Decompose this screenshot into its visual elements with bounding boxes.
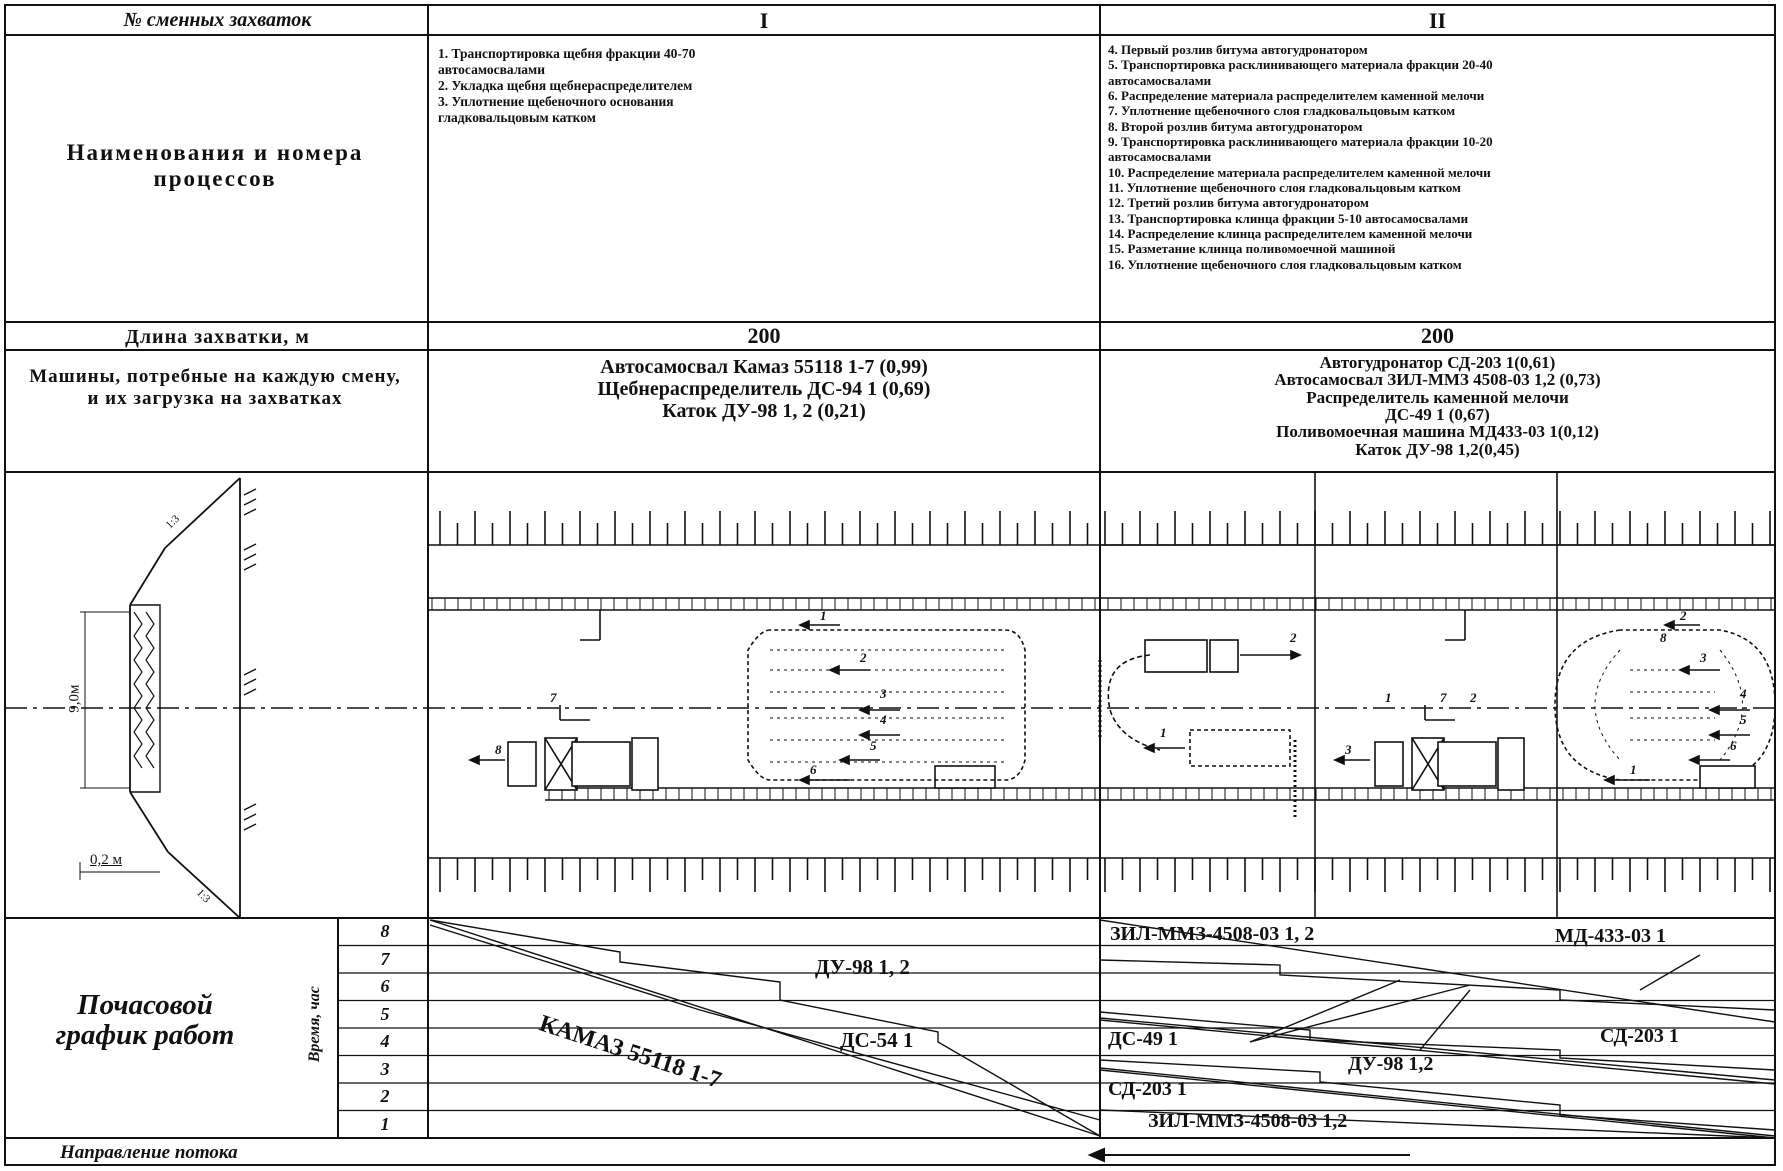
chart-label-sd203-right: СД-203 1 xyxy=(1600,1025,1679,1047)
plan-road-edges xyxy=(428,597,1775,801)
road-cross-section xyxy=(79,477,257,919)
hour-label: 5 xyxy=(380,1003,390,1024)
hourly-chart-lines xyxy=(429,919,1776,1139)
plan-arrows xyxy=(468,610,1750,786)
hour-label: 1 xyxy=(380,1113,390,1134)
chart-label-zil-top: ЗИЛ-ММЗ-4508-03 1, 2 xyxy=(1110,923,1315,945)
zone-1-machines: Автосамосвал Камаз 55118 1-7 (0,99) Щебн… xyxy=(597,356,931,422)
plan-stake-ticks xyxy=(428,511,1775,892)
plan-process-number: 8 xyxy=(1660,630,1667,645)
plan-process-number: 3 xyxy=(880,686,887,701)
plan-process-number: 4 xyxy=(1740,686,1747,701)
length-row-label: Длина захватки, м xyxy=(125,326,310,348)
plan-process-number: 6 xyxy=(1730,738,1737,753)
machines-row-label: Машины, потребные на каждую смену, и их … xyxy=(29,366,401,409)
zone-1-length: 200 xyxy=(747,323,781,348)
dump-truck-cab xyxy=(631,737,659,791)
plan-process-number: 4 xyxy=(880,712,887,727)
chart-label-ds49: ДС-49 1 xyxy=(1108,1028,1178,1050)
processes-row-label: Наименования и номера процессов xyxy=(66,140,364,192)
zone-number-header: № сменных захваток xyxy=(123,9,312,31)
spreader xyxy=(934,765,996,789)
flow-direction-label: Направление потока xyxy=(60,1142,238,1163)
distributor-truck xyxy=(1144,639,1208,673)
hour-label: 7 xyxy=(380,948,390,969)
zone-2-length: 200 xyxy=(1421,323,1454,348)
zone-1-processes: 1. Транспортировка щебня фракции 40-70 а… xyxy=(438,46,696,125)
plan-process-number: 7 xyxy=(1440,690,1447,705)
zone-1-header: I xyxy=(759,8,769,33)
plan-process-number: 3 xyxy=(1700,650,1707,665)
chart-label-ds54: ДС-54 1 xyxy=(840,1028,914,1052)
flow-direction-arrow xyxy=(1087,1147,1410,1163)
plan-process-number: 2 xyxy=(1470,690,1477,705)
plan-machines xyxy=(507,629,1776,820)
hourly-chart-grid xyxy=(338,944,1775,1112)
plan-zone-dividers xyxy=(1314,472,1558,918)
chart-label-du98-zone1: ДУ-98 1, 2 xyxy=(815,955,910,979)
section-width-dimension: 9,0м xyxy=(66,684,83,713)
chart-label-du98-zone2: ДУ-98 1,2 xyxy=(1348,1053,1434,1075)
plan-process-number: 1 xyxy=(820,608,827,623)
compactor-rear-drum xyxy=(507,741,537,787)
plan-process-number: 1 xyxy=(1630,762,1637,777)
plan-process-number: 2 xyxy=(1680,608,1687,623)
hour-label: 8 xyxy=(380,921,390,941)
table-grid xyxy=(4,4,1776,1166)
zone-2-processes: 4. Первый розлив битума автогудронатором… xyxy=(1108,42,1493,272)
rolling-pattern-z2 xyxy=(1554,629,1776,781)
hour-label: 4 xyxy=(380,1031,390,1051)
plan-process-number: 2 xyxy=(860,650,867,665)
hour-label: 6 xyxy=(380,976,390,996)
chart-label-sd203-left: СД-203 1 xyxy=(1108,1078,1187,1100)
zone-2-machines: Автогудронатор СД-203 1(0,61) Автосамосв… xyxy=(1274,353,1601,459)
plan-process-number: 3 xyxy=(1345,742,1352,757)
plan-process-number: 1 xyxy=(1385,690,1392,705)
plan-process-number: 6 xyxy=(810,762,817,777)
hour-label: 3 xyxy=(380,1058,390,1079)
bitumen-sprayer-dashed xyxy=(1189,729,1291,767)
plan-process-number: 5 xyxy=(870,738,877,753)
plan-process-number: 7 xyxy=(550,690,557,705)
chart-label-zil-bottom: ЗИЛ-ММЗ-4508-03 1,2 xyxy=(1148,1110,1348,1132)
plan-process-number: 1 xyxy=(1160,725,1167,740)
plan-process-number: 5 xyxy=(1740,712,1747,727)
rolling-pattern-z1 xyxy=(747,629,1026,781)
plan-process-number: 2 xyxy=(1290,630,1297,645)
plan-process-number: 8 xyxy=(495,742,502,757)
chart-label-md433: МД-433-03 1 xyxy=(1555,925,1666,947)
hourly-chart-label: Почасовой график работ xyxy=(55,989,235,1052)
zone-2-header: II xyxy=(1428,8,1447,33)
dump-truck-body xyxy=(571,741,631,787)
hour-label: 2 xyxy=(380,1086,390,1106)
time-axis-label: Время, час xyxy=(305,986,323,1063)
shoulder-dimension: 0,2 м xyxy=(90,852,122,868)
